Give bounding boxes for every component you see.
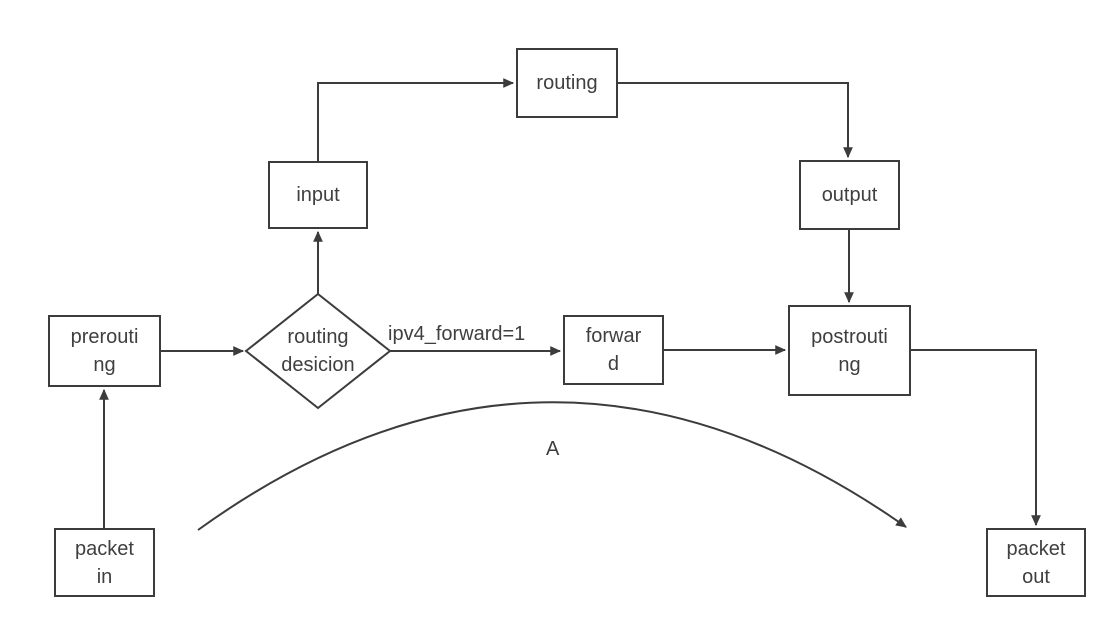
node-packet-out-label: packet out bbox=[1006, 537, 1066, 588]
node-input: input bbox=[268, 161, 368, 229]
node-routing: routing bbox=[516, 48, 618, 118]
routing-decision-diamond-shape bbox=[244, 292, 392, 410]
edge-label-arc-a: A bbox=[546, 438, 560, 460]
node-packet-out: packet out bbox=[986, 528, 1086, 597]
node-prerouting: prerouti ng bbox=[48, 315, 161, 387]
node-prerouting-label: prerouti ng bbox=[70, 326, 139, 376]
node-output: output bbox=[799, 160, 900, 230]
node-routing-decision: routing desicion bbox=[252, 323, 384, 379]
node-routing-decision-label: routing desicion bbox=[281, 326, 355, 376]
edge-routing-to-output bbox=[618, 82, 853, 159]
node-forward-label: forwar d bbox=[585, 325, 642, 375]
node-packet-in: packet in bbox=[54, 528, 155, 597]
node-packet-in-label: packet in bbox=[75, 537, 134, 588]
edge-arc-packet-in-to-packet-out bbox=[197, 401, 907, 531]
node-postrouting: postrouti ng bbox=[788, 305, 911, 396]
node-routing-label: routing bbox=[536, 72, 598, 94]
node-output-label: output bbox=[821, 184, 878, 206]
edge-postrouting-to-packet-out bbox=[911, 349, 1041, 527]
edge-label-ipv4-forward: ipv4_forward=1 bbox=[388, 323, 526, 345]
node-forward: forwar d bbox=[563, 315, 664, 385]
node-postrouting-label: postrouti ng bbox=[811, 325, 888, 376]
node-input-label: input bbox=[296, 184, 340, 206]
edge-input-to-routing bbox=[317, 78, 515, 161]
